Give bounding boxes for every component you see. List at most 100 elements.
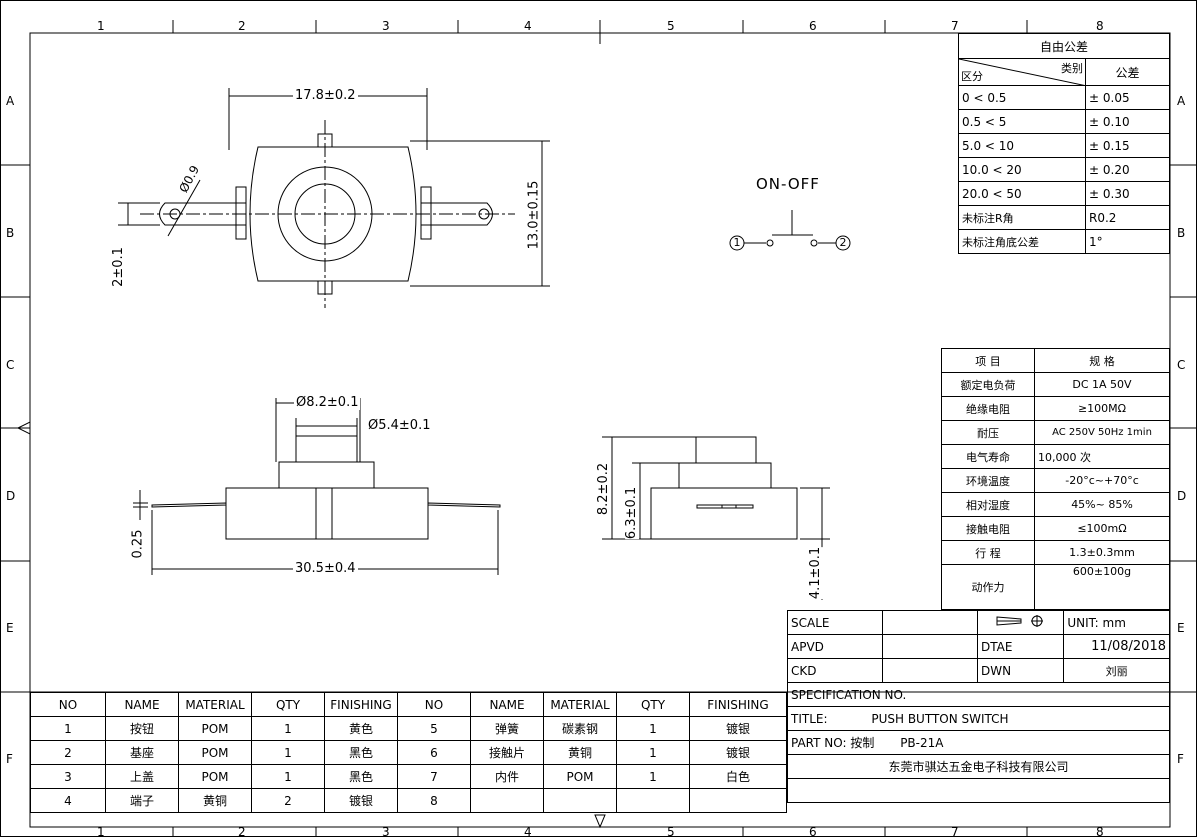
ckd-label: CKD [787, 658, 883, 683]
col-label-bottom-2: 2 [238, 825, 246, 839]
col-label-bottom-4: 4 [524, 825, 532, 839]
spec-item-1: 额定电负荷 [941, 372, 1035, 397]
blank-row [787, 778, 1170, 803]
row-label-f-right: F [1177, 752, 1184, 766]
col-label-bottom-1: 1 [97, 825, 105, 839]
bom-header-finishing: FINISHING [324, 692, 398, 717]
col-label-8: 8 [1096, 19, 1104, 33]
bom-cell: 黄铜 [178, 788, 252, 813]
dwn-label: DWN [976, 658, 1065, 683]
spec-item-2: 绝缘电阻 [941, 396, 1035, 421]
diagonal-line [959, 59, 1087, 86]
spec-item-7: 接触电阻 [941, 516, 1035, 541]
col-label-4: 4 [524, 19, 532, 33]
title-row: TITLE: PUSH BUTTON SWITCH [787, 706, 1170, 731]
dim-tab: 2±0.1 [110, 247, 126, 287]
spec-item-9: 动作力 [941, 564, 1035, 610]
tol-range-7: 未标注角底公差 [958, 229, 1086, 254]
tol-value-6: R0.2 [1085, 205, 1170, 230]
col-label-1: 1 [97, 19, 105, 33]
row-label-e-right: E [1177, 621, 1185, 635]
apvd-value [882, 634, 978, 659]
tol-range-6: 未标注R角 [958, 205, 1086, 230]
bom-cell [689, 788, 787, 813]
row-label-b-right: B [1177, 226, 1186, 240]
dtae-label: DTAE [976, 634, 1065, 659]
center-arrow-bottom [594, 814, 606, 829]
scale-label: SCALE [787, 610, 883, 635]
bom-header-qty: QTY [251, 692, 325, 717]
spec-value-7: ≤100mΩ [1034, 516, 1170, 541]
spec-value-1: DC 1A 50V [1034, 372, 1170, 397]
bom-cell: 碳素钢 [543, 716, 617, 741]
tolerance-table: 自由公差 区分 类别 公差 0 < 0.5± 0.05 0.5 < 5± 0.1… [958, 33, 1170, 254]
bom-cell: 4 [30, 788, 106, 813]
tolerance-header-right: 类别 [1061, 62, 1083, 75]
bom-cell: 端子 [105, 788, 179, 813]
tolerance-header-value: 公差 [1085, 58, 1170, 86]
bom-cell: 上盖 [105, 764, 179, 789]
col-label-2: 2 [238, 19, 246, 33]
col-label-3: 3 [382, 19, 390, 33]
row-label-d-right: D [1177, 489, 1187, 503]
part-row: PART NO: 按制 PB-21A [787, 730, 1170, 755]
unit-label: UNIT: mm [1063, 610, 1170, 635]
bom-cell: 1 [616, 716, 690, 741]
part-label: PART NO: 按制 [791, 736, 875, 750]
bom-header-finishing-2: FINISHING [689, 692, 787, 717]
dim-d-inner: Ø5.4±0.1 [368, 418, 431, 433]
bom-cell: 按钮 [105, 716, 179, 741]
bom-cell: 1 [251, 716, 325, 741]
tol-range-4: 10.0 < 20 [958, 157, 1086, 182]
bom-cell: 镀银 [689, 716, 787, 741]
spec-value-6: 45%~ 85% [1034, 492, 1170, 517]
spec-value-8: 1.3±0.3mm [1034, 540, 1170, 565]
bom-cell: 1 [616, 764, 690, 789]
tolerance-header-cell: 区分 类别 [958, 58, 1087, 86]
tol-range-5: 20.0 < 50 [958, 181, 1086, 206]
circuit-label: ON-OFF [756, 175, 820, 193]
center-arrow-left [16, 421, 31, 435]
tol-value-1: ± 0.05 [1085, 85, 1170, 110]
spec-item-5: 环境温度 [941, 468, 1035, 493]
top-view [118, 88, 550, 308]
bom-cell: 内件 [470, 764, 544, 789]
projection-icon [996, 615, 1043, 627]
tol-range-1: 0 < 0.5 [958, 85, 1086, 110]
bom-cell: 黄色 [324, 716, 398, 741]
spec-item-6: 相对湿度 [941, 492, 1035, 517]
projection-symbol [976, 610, 1065, 635]
dim-total-width: 30.5±0.4 [293, 561, 358, 576]
scale-value [882, 610, 978, 635]
col-label-bottom-7: 7 [951, 825, 959, 839]
tol-value-3: ± 0.15 [1085, 133, 1170, 158]
company-name: 东莞市骐达五金电子科技有限公司 [787, 754, 1170, 779]
col-label-bottom-8: 8 [1096, 825, 1104, 839]
dim-thick: 0.25 [130, 529, 146, 559]
dim-d-outer: Ø8.2±0.1 [294, 395, 361, 410]
bom-cell: 1 [251, 740, 325, 765]
bom-header-no: NO [30, 692, 106, 717]
dim-width-top: 17.8±0.2 [293, 88, 358, 103]
bom-cell: POM [543, 764, 617, 789]
col-label-bottom-6: 6 [809, 825, 817, 839]
specs-header-spec: 规 格 [1034, 348, 1170, 373]
tol-range-3: 5.0 < 10 [958, 133, 1086, 158]
tol-value-4: ± 0.20 [1085, 157, 1170, 182]
tolerance-header-left: 区分 [961, 70, 983, 83]
row-label-a: A [6, 94, 15, 108]
bom-cell [616, 788, 690, 813]
spec-no: SPECIFICATION NO. [787, 682, 1170, 707]
bom-cell: 基座 [105, 740, 179, 765]
bom-cell: 黄铜 [543, 740, 617, 765]
bom-header-name: NAME [105, 692, 179, 717]
bom-cell: 2 [251, 788, 325, 813]
col-label-bottom-5: 5 [667, 825, 675, 839]
row-label-c: C [6, 358, 15, 372]
row-label-e: E [6, 621, 14, 635]
bom-table: NO NAME MATERIAL QTY FINISHING NO NAME M… [30, 692, 787, 813]
